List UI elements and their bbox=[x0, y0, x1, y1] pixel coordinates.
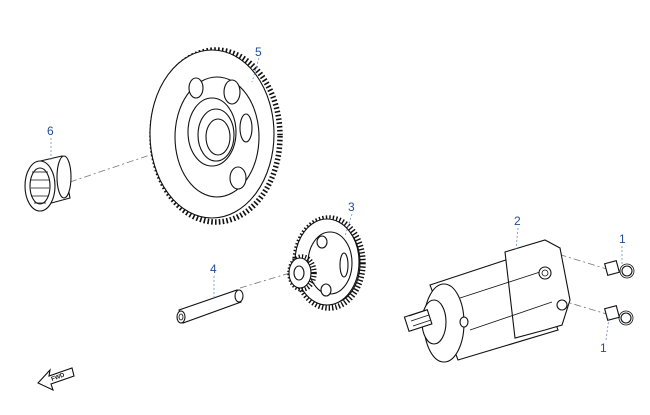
callout-1-upper: 1 bbox=[619, 232, 626, 246]
callout-5: 5 bbox=[255, 45, 262, 59]
callout-6: 6 bbox=[47, 124, 54, 138]
starter-driven-gear-part bbox=[149, 47, 283, 225]
bolt-upper-part bbox=[603, 259, 635, 279]
needle-bearing-part bbox=[24, 155, 72, 212]
forward-direction-arrow-icon: FWD bbox=[37, 367, 75, 392]
callout-3: 3 bbox=[348, 200, 355, 214]
idle-gear-part bbox=[287, 215, 366, 311]
bolt-lower-part bbox=[603, 304, 634, 326]
starter-motor-part bbox=[403, 239, 571, 363]
fwd-label: FWD bbox=[51, 372, 67, 383]
callout-2: 2 bbox=[514, 214, 521, 228]
callout-1-lower: 1 bbox=[600, 341, 607, 355]
idle-shaft-part bbox=[176, 289, 244, 324]
callout-4: 4 bbox=[210, 262, 217, 276]
